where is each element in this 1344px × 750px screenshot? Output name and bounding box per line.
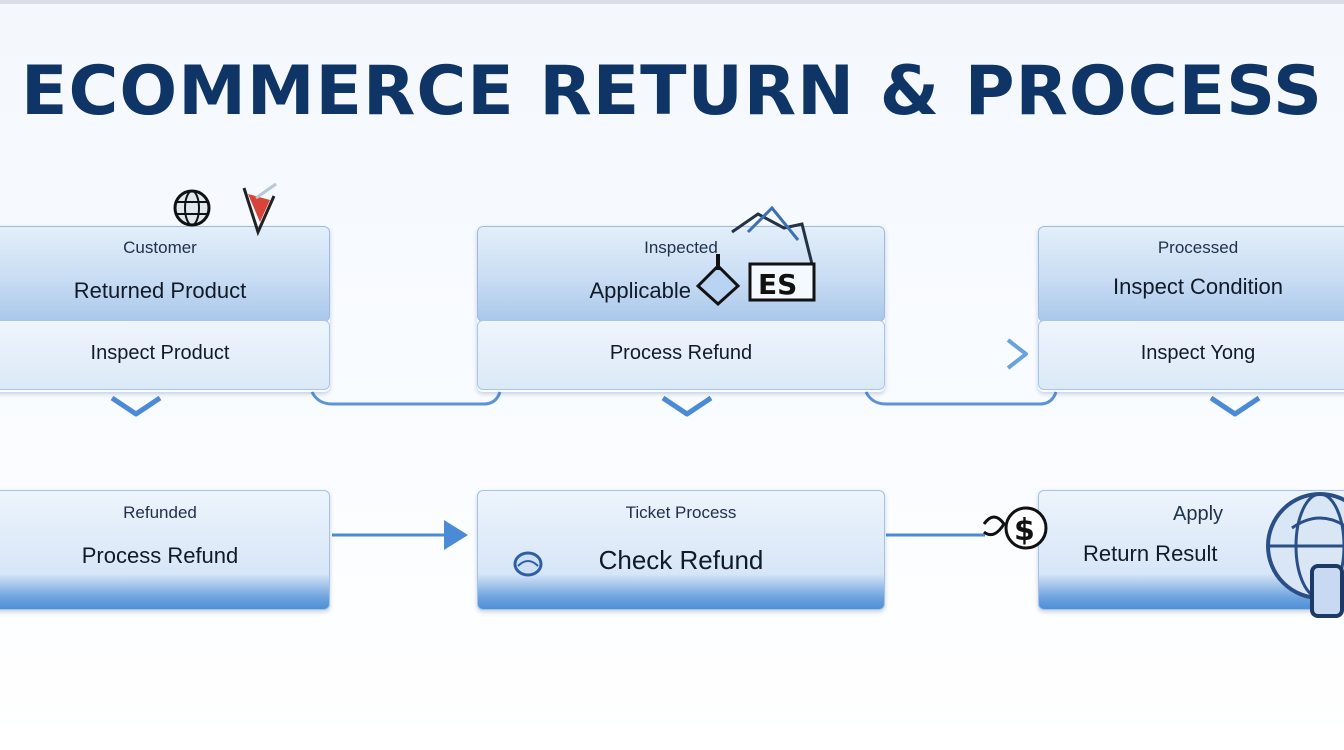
dollar-icon: $: [982, 506, 1048, 550]
node-footer: [477, 320, 885, 390]
top-rule: [0, 0, 1344, 4]
node-top-right: Processed Inspect Condition Inspect Yong: [1038, 226, 1344, 392]
node-label: Inspect Condition: [1113, 274, 1283, 299]
warning-icon: [242, 182, 277, 237]
node-subtitle: Processed: [1157, 238, 1239, 257]
chevron-right-top: [1006, 338, 1028, 370]
node-footer-label: Inspect Yong: [1140, 342, 1256, 364]
node-subtitle: Apply: [1172, 503, 1224, 525]
chevron-down-center: [661, 395, 713, 417]
chevron-down-left: [110, 395, 162, 417]
shopping-cart-icon: ES: [695, 205, 816, 307]
node-top-center: Inspected Applicable Process Refund: [477, 226, 885, 392]
svg-text:ES: ES: [758, 268, 797, 301]
globe-icon: [173, 189, 211, 227]
chevron-down-right: [1209, 395, 1261, 417]
support-globe-icon: [1266, 492, 1344, 618]
node-footer: [1038, 320, 1344, 390]
node-subtitle: Refunded: [123, 503, 197, 522]
node-header: [1038, 226, 1344, 322]
node-footer-label: Process Refund: [609, 342, 753, 364]
node-label: Return Result: [1083, 541, 1218, 566]
node-footer-label: Inspect Product: [90, 342, 230, 364]
node-subtitle: Inspected: [644, 238, 718, 257]
link-top-left-center: [310, 391, 502, 406]
node-subtitle: Ticket Process: [625, 503, 737, 522]
node-top-left: Customer Returned Product Inspect Produc…: [0, 226, 330, 392]
node-bottom-left: Refunded Process Refund: [0, 490, 330, 610]
node-footer: [0, 320, 330, 390]
node-bottom-center: Ticket Process Check Refund: [477, 490, 885, 610]
small-globe-icon: [513, 551, 543, 577]
node-label: Process Refund: [81, 543, 239, 568]
svg-text:$: $: [1014, 513, 1035, 548]
node-subtitle: Customer: [123, 238, 197, 257]
node-label: Applicable: [589, 278, 691, 303]
link-top-center-right: [864, 391, 1058, 406]
node-label: Returned Product: [73, 278, 247, 303]
node-header: [477, 226, 885, 322]
node-label: Check Refund: [598, 545, 764, 575]
node-header: [0, 226, 330, 322]
diagram-title: ECOMMERCE RETURN & PROCESS: [21, 52, 1323, 131]
